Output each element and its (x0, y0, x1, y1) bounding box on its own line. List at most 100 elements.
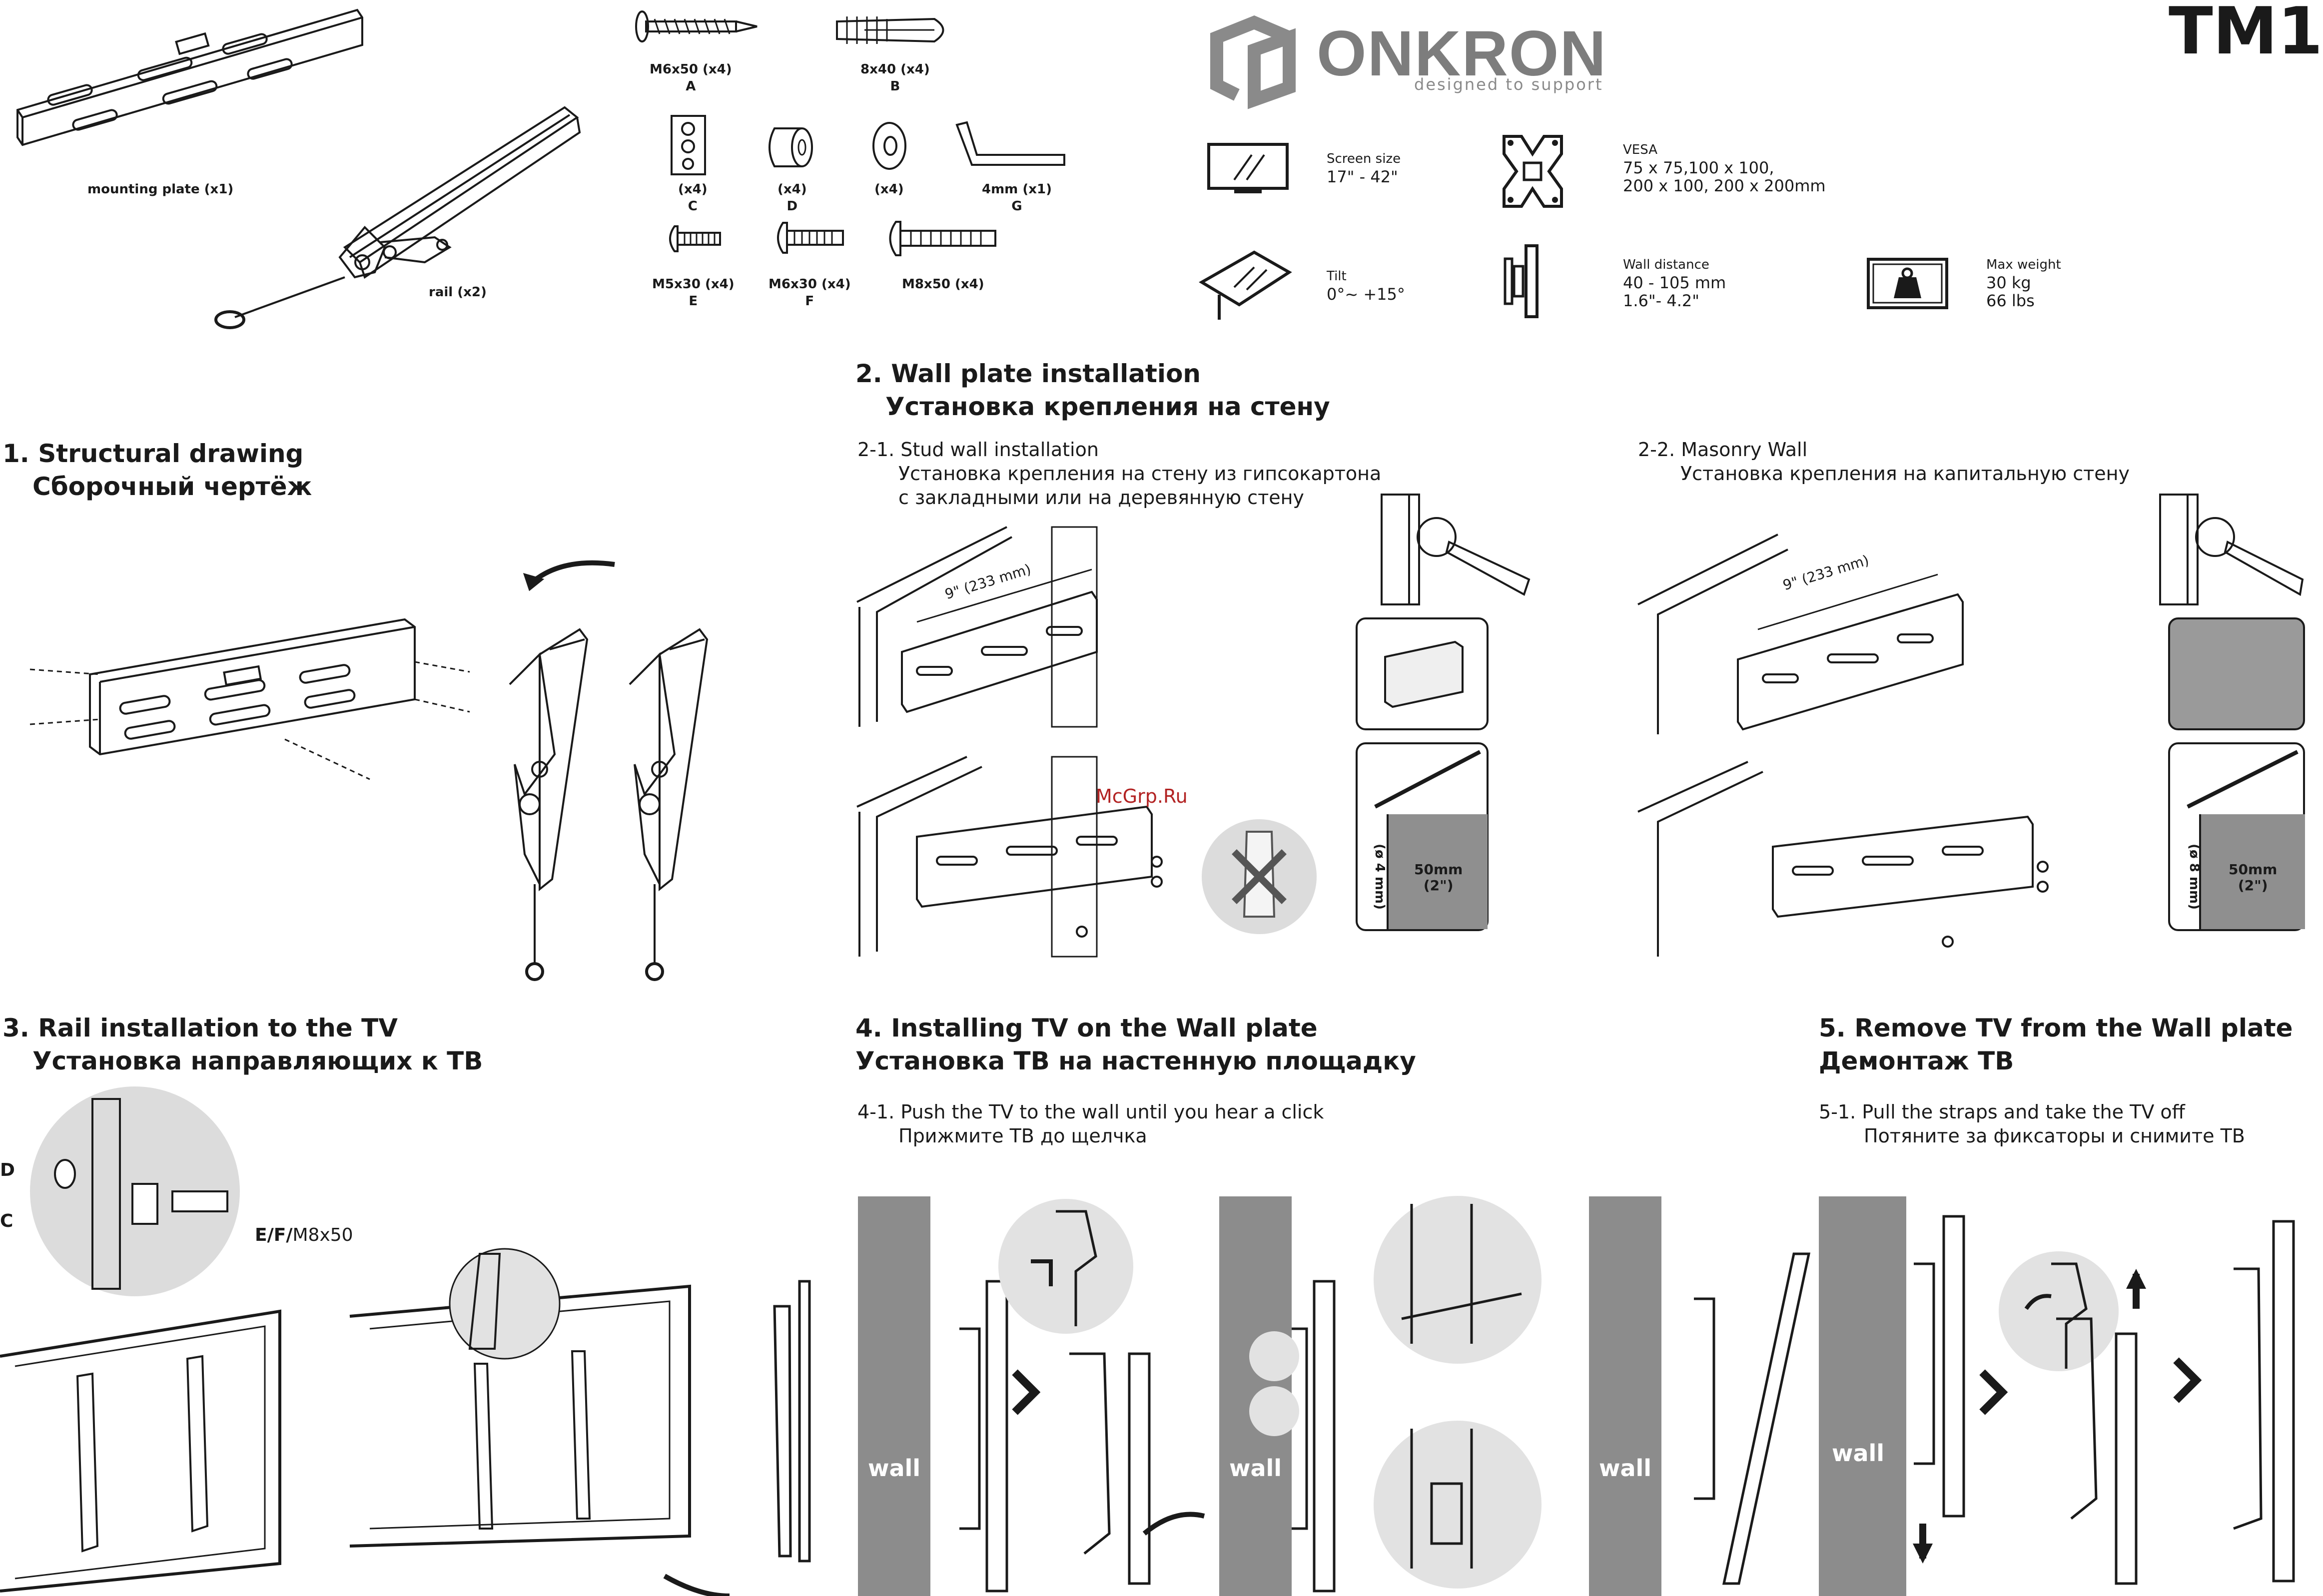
drill-diameter-4mm: (ø 4 mm) (1372, 843, 1388, 910)
section-4-1-title: 4-1. Push the TV to the wall until you h… (857, 1101, 1324, 1123)
screw-m8-size: M8x50 (x4) (902, 277, 984, 292)
hook-detail-circle-2 (1374, 1196, 1542, 1364)
wall-distance-line2: 1.6"- 4.2" (1623, 291, 1699, 310)
masonry-drill-depth-inches: (2") (2238, 877, 2268, 894)
screw-m8-icon (889, 221, 996, 256)
screen-size-icon (1207, 143, 1289, 193)
section-5-title: 5. Remove TV from the Wall plate (1819, 1014, 2293, 1043)
screen-size-value: 17" - 42" (1327, 167, 1398, 186)
section-1-title-ru: Сборочный чертёж (32, 472, 312, 501)
tv-back-rails-diagram-1 (0, 1309, 281, 1593)
model-number: TM1 (2169, 0, 2323, 69)
section-5-1-title: 5-1. Pull the straps and take the TV off (1819, 1101, 2185, 1123)
tv-back-rails-diagram-2 (349, 1248, 691, 1548)
structural-drawing-rails (509, 560, 709, 981)
washer-c-letter: C (688, 199, 698, 214)
drill-depth-value: 50mm (1414, 861, 1463, 878)
section-2-title: 2. Wall plate installation (855, 359, 1201, 388)
install-step-1-diagram (959, 1280, 1008, 1593)
washer-c-qty: (x4) (678, 182, 708, 197)
spacer-d-qty: (x4) (777, 182, 807, 197)
drill-diameter-8mm: (ø 8 mm) (2187, 843, 2202, 910)
anchor-b-size: 8x40 (x4) (860, 62, 930, 77)
remove-step-2-diagram (1913, 1215, 1965, 1564)
wall-distance-icon (1504, 244, 1539, 318)
rail-detail-circle (30, 1086, 240, 1296)
section-5-title-ru: Демонтаж ТВ (1819, 1047, 2014, 1075)
drill-depth-8mm-diagram (2168, 742, 2305, 931)
stud-pencil-mark-diagram (1381, 494, 1531, 605)
screw-a-icon (635, 10, 758, 42)
screw-f-letter: F (805, 294, 814, 309)
screw-f-size: M6x30 (x4) (769, 277, 851, 292)
washer-ring-qty: (x4) (874, 182, 904, 197)
tilt-label: Tilt (1327, 269, 1347, 284)
masonry-drill-diagram (1637, 533, 1964, 734)
brand-name: ONKRON (1317, 18, 1607, 89)
onkron-logo-icon (1210, 15, 1296, 109)
section-2-title-ru: Установка крепления на стену (885, 392, 1330, 421)
section-3-title: 3. Rail installation to the TV (2, 1014, 398, 1043)
vesa-line2: 200 x 100, 200 x 200mm (1623, 176, 1826, 195)
screw-e-size: M5x30 (x4) (652, 277, 735, 292)
screw-a-letter: A (686, 79, 696, 94)
anchor-b-letter: B (890, 79, 900, 94)
masonry-plate-diagram (1637, 761, 2049, 957)
rail-label-m8: M8x50 (292, 1225, 353, 1245)
tilt-value: 0°~ +15° (1327, 285, 1405, 304)
hex-key-g-letter: G (1011, 199, 1022, 214)
wall-label-1: wall (868, 1455, 920, 1482)
spacer-d-icon (769, 127, 813, 167)
spacer-d-letter: D (786, 199, 798, 214)
section-1-title: 1. Structural drawing (2, 439, 304, 468)
section-3-title-ru: Установка направляющих к ТВ (32, 1047, 483, 1075)
drill-depth-inches: (2") (1423, 877, 1454, 894)
wall-distance-label: Wall distance (1623, 257, 1709, 272)
rail-label: rail (x2) (429, 285, 487, 300)
section-2-1-title: 2-1. Stud wall installation (857, 439, 1099, 461)
section-2-1-ru-line1: Установка крепления на стену из гипсокар… (898, 463, 1382, 485)
anchor-b-icon (836, 16, 944, 44)
screw-f-icon (777, 222, 844, 254)
wood-stud-icon (1356, 617, 1489, 730)
washer-ring-icon (872, 122, 906, 170)
wall-distance-line1: 40 - 105 mm (1623, 273, 1726, 292)
rail-label-ef: E/F/ (255, 1225, 293, 1245)
wall-label-2: wall (1229, 1455, 1282, 1482)
hook-detail-circle-1 (998, 1199, 1133, 1334)
max-weight-line2: 66 lbs (1986, 291, 2035, 310)
vesa-line1: 75 x 75,100 x 100, (1623, 158, 1774, 177)
structural-drawing-plate (29, 618, 470, 780)
install-wall-panel-1: wall (858, 1196, 930, 1596)
section-5-1-ru: Потяните за фиксаторы и снимите ТВ (1864, 1125, 2245, 1147)
next-chevron-3 (2173, 1357, 2202, 1403)
install-step-2-diagram (1069, 1352, 1205, 1585)
vesa-icon (1503, 135, 1563, 208)
section-4-title: 4. Installing TV on the Wall plate (855, 1014, 1318, 1043)
screen-size-label: Screen size (1327, 151, 1401, 166)
mounting-plate-label: mounting plate (x1) (87, 182, 234, 197)
remove-step-3-diagram (2056, 1269, 2146, 1585)
install-step-3-diagram (1249, 1280, 1336, 1593)
remove-wall-panel-1: wall (1589, 1196, 1661, 1596)
remove-wall-panel-2: wall (1819, 1196, 1906, 1596)
max-weight-label: Max weight (1986, 257, 2061, 272)
mounting-plate-illustration (16, 8, 363, 146)
max-weight-icon (1867, 258, 1948, 309)
remove-step-4-diagram (2233, 1220, 2295, 1583)
release-detail-circle (1999, 1251, 2119, 1371)
screw-e-letter: E (689, 294, 698, 309)
wall-label-3: wall (1599, 1455, 1651, 1482)
wall-label-4: wall (1832, 1440, 1884, 1467)
washer-c-icon (671, 115, 706, 175)
hex-key-g-size: 4mm (x1) (982, 182, 1052, 197)
screw-e-icon (669, 225, 721, 252)
stud-wall-plate-diagram (856, 756, 1163, 958)
section-2-1-ru-line2: с закладными или на деревянную стену (898, 487, 1304, 509)
hook-detail-circle-3 (1374, 1421, 1542, 1589)
rail-illustration (214, 106, 581, 329)
masonry-pencil-mark-diagram (2159, 494, 2304, 605)
max-weight-line1: 30 kg (1986, 273, 2031, 292)
tv-side-tilt-diagram (663, 1280, 811, 1596)
brand-tagline: designed to support (1414, 75, 1603, 94)
